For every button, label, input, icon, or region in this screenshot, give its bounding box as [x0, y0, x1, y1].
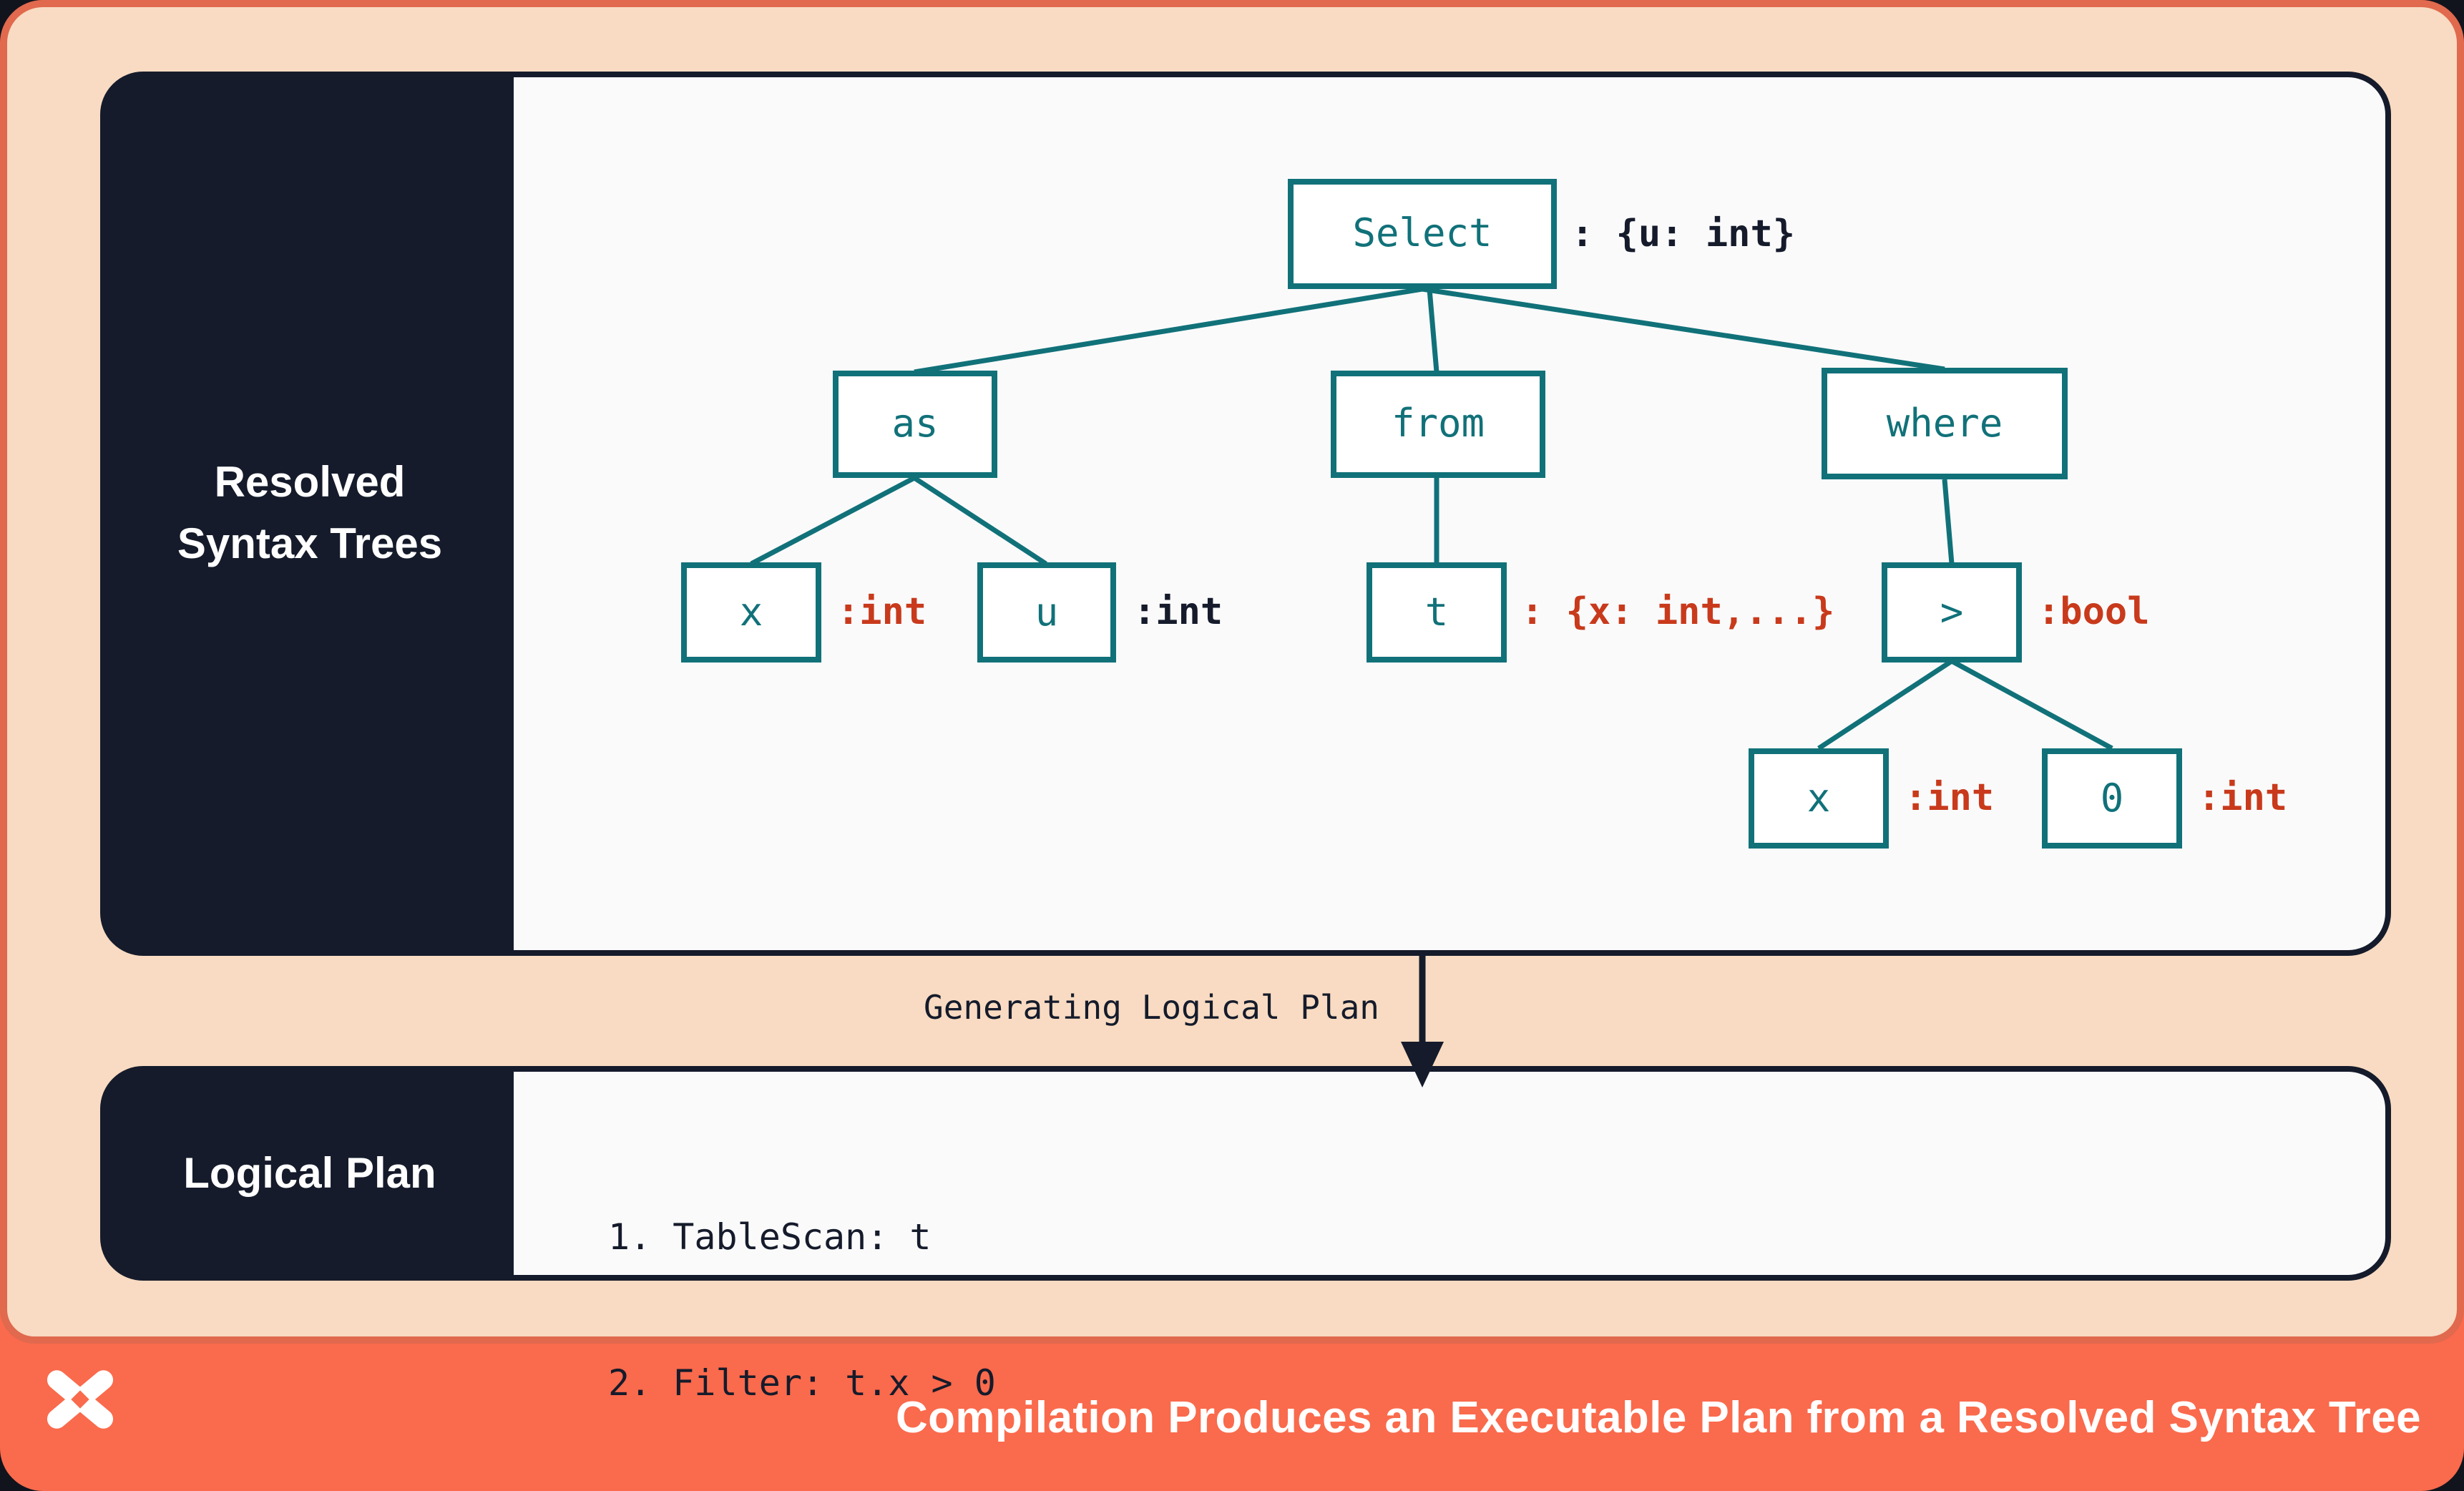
annotation-u-type: :int [1133, 591, 1223, 634]
transition-label: Generating Logical Plan [924, 990, 1379, 1027]
footer-bar: Compilation Produces an Executable Plan … [0, 1344, 2464, 1491]
node-x1-label: x [739, 590, 763, 635]
node-from-label: from [1391, 402, 1485, 446]
annotation-select-type: : {u: int} [1571, 213, 1796, 256]
tree-node-t: t [1367, 562, 1507, 663]
tree-node-u: u [977, 562, 1116, 663]
annotation-gt-type: :bool [2038, 591, 2150, 634]
logical-plan-panel: Logical Plan [100, 1066, 2391, 1281]
tree-node-from: from [1331, 371, 1545, 478]
node-t-label: t [1424, 590, 1449, 635]
plan-step-2: 2. Filter: t.x > 0 [608, 1362, 996, 1404]
logical-plan-label-text: Logical Plan [183, 1150, 436, 1197]
logical-plan-steps: 1. TableScan: t 2. Filter: t.x > 0 3. Pr… [608, 1116, 1103, 1491]
rst-sidebar-label: Resolved Syntax Trees [106, 77, 514, 950]
tree-node-x2: x [1749, 748, 1889, 849]
logical-plan-canvas [514, 1072, 2385, 1275]
rst-sidebar-label-line1: Resolved [214, 459, 406, 507]
plan-step-1: 1. TableScan: t [608, 1216, 932, 1258]
x-star-logo-icon [47, 1370, 114, 1429]
annotation-t-type: : {x: int,...} [1521, 591, 1835, 634]
node-x2-label: x [1807, 776, 1831, 821]
node-u-label: u [1035, 590, 1059, 635]
footer-title: Compilation Produces an Executable Plan … [895, 1392, 2421, 1442]
annotation-x2-type: :int [1905, 777, 1995, 820]
tree-node-zero: 0 [2042, 748, 2182, 849]
tree-node-gt: > [1882, 562, 2022, 663]
node-as-label: as [891, 402, 939, 446]
node-gt-label: > [1940, 590, 1964, 635]
tree-node-select: Select [1288, 179, 1557, 289]
annotation-x1-type: :int [837, 591, 927, 634]
node-select-label: Select [1352, 212, 1492, 256]
logical-plan-sidebar-label: Logical Plan [106, 1072, 514, 1275]
annotation-zero-type: :int [2198, 777, 2288, 820]
rst-sidebar-label-line2: Syntax Trees [177, 521, 443, 568]
node-zero-label: 0 [2100, 776, 2124, 821]
tree-node-x1: x [681, 562, 821, 663]
tree-node-as: as [833, 371, 997, 478]
tree-node-where: where [1822, 368, 2068, 479]
node-where-label: where [1886, 401, 2003, 446]
